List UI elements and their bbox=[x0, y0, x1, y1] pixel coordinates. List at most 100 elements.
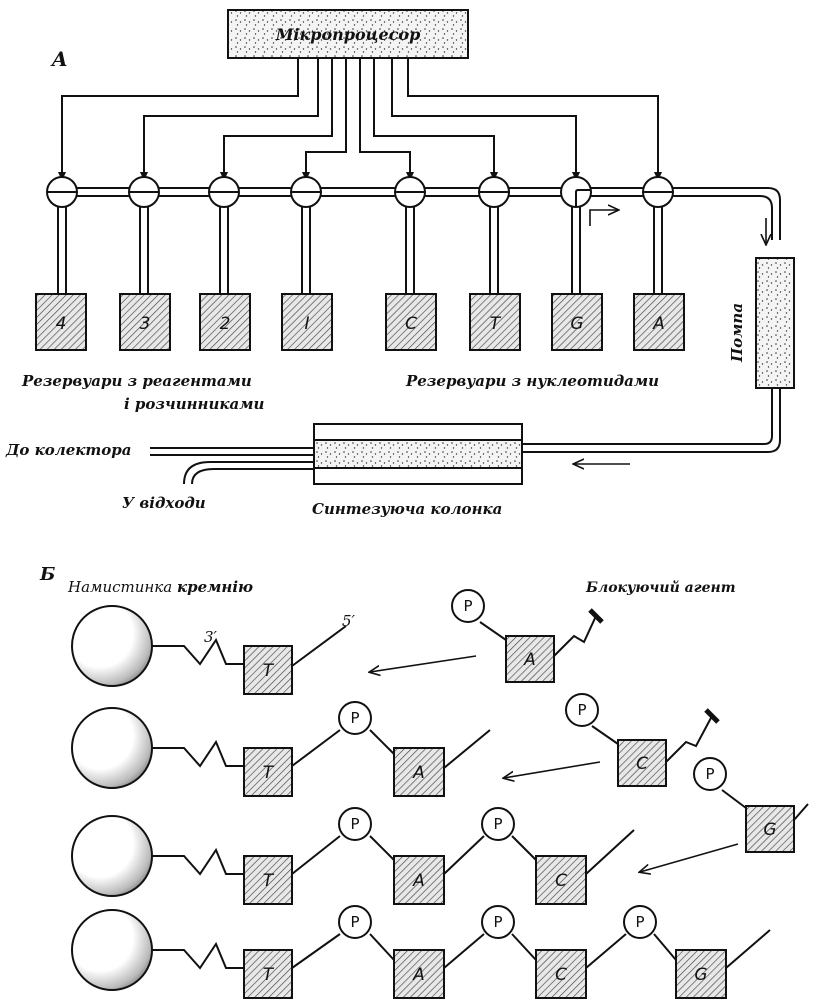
valve-icon bbox=[478, 176, 510, 208]
nucleotide-box bbox=[243, 645, 293, 695]
silicon-bead bbox=[71, 707, 153, 789]
reservoir-label: 2 bbox=[220, 314, 231, 334]
reservoir-label: 3 bbox=[140, 314, 151, 334]
reaction-arrow bbox=[504, 761, 601, 778]
column-feed-pipe bbox=[522, 388, 781, 453]
control-lines bbox=[58, 58, 662, 181]
phosphate-circle bbox=[338, 905, 372, 939]
phosphate-label: P bbox=[635, 913, 644, 931]
synthesis-column bbox=[313, 423, 523, 485]
valves bbox=[46, 176, 674, 208]
reservoir-t bbox=[469, 293, 521, 351]
chain-nucleotides bbox=[243, 645, 727, 999]
silicon-bead bbox=[71, 605, 153, 687]
column-label: Синтезуюча колонка bbox=[312, 500, 502, 518]
nucleotide-box bbox=[535, 855, 587, 905]
valve-icon bbox=[208, 176, 240, 208]
flow-arrows bbox=[589, 210, 766, 244]
valve-icon bbox=[128, 176, 160, 208]
nucleotide-box bbox=[243, 949, 293, 999]
nucleotide-label: A bbox=[412, 965, 425, 985]
chain-backbones bbox=[152, 625, 771, 970]
valve-icon bbox=[560, 176, 592, 208]
incoming-nucleotide-a: P A bbox=[451, 589, 604, 683]
nucleotide-label: T bbox=[263, 965, 275, 985]
incoming-nucleotide-g: P G bbox=[693, 757, 809, 853]
reservoir-pipes bbox=[57, 200, 663, 294]
reservoir-4 bbox=[35, 293, 87, 351]
section-b-label: Б bbox=[39, 564, 55, 585]
phosphate-label: P bbox=[493, 913, 502, 931]
valve-icon bbox=[290, 176, 322, 208]
phosphate-circle bbox=[481, 807, 515, 841]
phosphate-circle bbox=[338, 701, 372, 735]
nucleotide-label: T bbox=[263, 763, 275, 783]
to-waste-label: У відходи bbox=[122, 494, 206, 512]
nucleotide-label: A bbox=[523, 650, 536, 670]
nucleotide-label: C bbox=[555, 965, 567, 985]
chain-nucleotide-labels: T T A T A C T A C G bbox=[263, 661, 708, 985]
reagents-caption-line2: і розчинниками bbox=[124, 395, 265, 413]
phosphate-label: P bbox=[705, 765, 714, 783]
phosphate-label: P bbox=[350, 815, 359, 833]
nucleotide-box bbox=[393, 855, 445, 905]
reservoir-label: T bbox=[490, 314, 502, 334]
nucleotide-box bbox=[243, 855, 293, 905]
beads bbox=[71, 605, 153, 991]
phosphate-circle bbox=[623, 905, 657, 939]
valve-icon bbox=[46, 176, 78, 208]
reservoir-3 bbox=[119, 293, 171, 351]
nucleotide-box bbox=[535, 949, 587, 999]
reservoir-2 bbox=[199, 293, 251, 351]
nucleotide-label: C bbox=[555, 871, 567, 891]
nucleotide-label: A bbox=[412, 763, 425, 783]
reservoir-label: I bbox=[304, 314, 309, 334]
phosphate-label: P bbox=[463, 597, 472, 615]
nucleotide-label: T bbox=[263, 661, 275, 681]
phosphate-label: P bbox=[577, 701, 586, 719]
reaction-arrow bbox=[640, 843, 739, 872]
chain-phosphates bbox=[338, 701, 657, 939]
reservoir-label: G bbox=[570, 314, 583, 334]
silicon-bead bbox=[71, 815, 153, 897]
outlet-pipes bbox=[150, 447, 314, 485]
nucleotide-label: A bbox=[412, 871, 425, 891]
reservoirs bbox=[35, 293, 685, 351]
reservoir-label: 4 bbox=[56, 314, 67, 334]
phosphate-circle bbox=[481, 905, 515, 939]
phosphate-circle bbox=[338, 807, 372, 841]
phosphate-label: P bbox=[350, 913, 359, 931]
reaction-arrow bbox=[370, 655, 477, 672]
nucleotide-label: C bbox=[636, 754, 648, 774]
section-a-label: A bbox=[50, 47, 68, 71]
microprocessor-box: Мікропроцесор bbox=[227, 9, 469, 59]
to-collector-label: До колектора bbox=[5, 441, 131, 459]
nucleotides-caption: Резервуари з нуклеотидами bbox=[405, 372, 659, 390]
reservoir-label: A bbox=[652, 314, 665, 334]
bead-caption: Намистинка кремнію bbox=[67, 578, 253, 596]
microprocessor-label: Мікропроцесор bbox=[275, 25, 421, 44]
pump: Помпа bbox=[728, 257, 795, 389]
silicon-bead bbox=[71, 909, 153, 991]
manifold-pipe bbox=[62, 187, 781, 240]
incoming-nucleotide-c: P C bbox=[565, 693, 720, 787]
pump-label: Помпа bbox=[728, 303, 746, 363]
reservoir-g bbox=[551, 293, 603, 351]
nucleotide-box bbox=[393, 949, 445, 999]
nucleotide-label: G bbox=[763, 820, 776, 840]
valve-icon bbox=[394, 176, 426, 208]
nucleotide-box bbox=[393, 747, 445, 797]
reservoir-c bbox=[385, 293, 437, 351]
blocking-agent-label: Блокуючий агент bbox=[585, 579, 736, 596]
phosphate-label: P bbox=[350, 709, 359, 727]
phosphate-label: P bbox=[493, 815, 502, 833]
reservoir-labels: 4 3 2 I C T G A bbox=[56, 314, 665, 334]
reservoir-a bbox=[633, 293, 685, 351]
reagents-caption-line1: Резервуари з реагентами bbox=[21, 372, 252, 390]
nucleotide-box bbox=[243, 747, 293, 797]
nucleotide-label: T bbox=[263, 871, 275, 891]
reservoir-1 bbox=[281, 293, 333, 351]
nucleotide-box bbox=[675, 949, 727, 999]
end-3-label: 3′ bbox=[204, 628, 218, 646]
